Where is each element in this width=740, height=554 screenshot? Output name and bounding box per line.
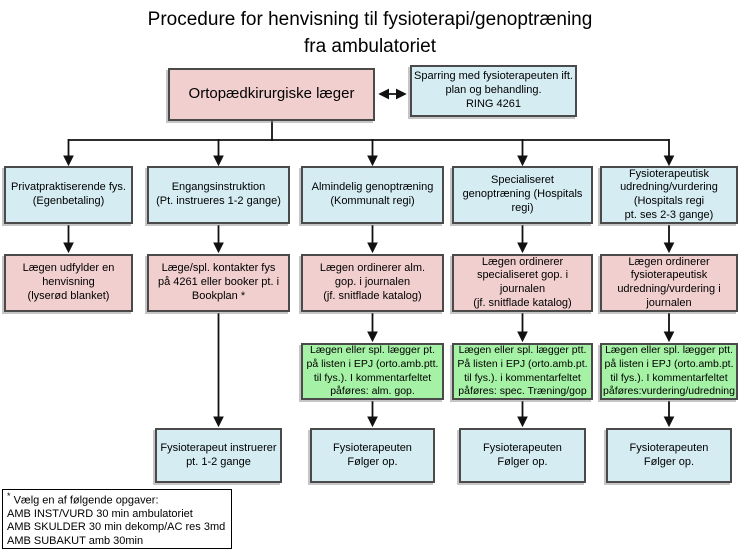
tasks-note-box: * Vælg en af følgende opgaver: AMB INST/… <box>2 489 232 549</box>
note-heading-text: Vælg en af følgende opgaver: <box>10 494 159 507</box>
action-order-general-box: Lægen ordinerer alm. gop. i journalen (j… <box>301 254 444 312</box>
sparring-box: Sparring med fysioterapeuten ift. plan o… <box>410 65 577 117</box>
page-title: Procedure for henvisning til fysioterapi… <box>147 9 593 57</box>
note-line: AMB SKULDER 30 min dekomp/AC res 3md <box>7 521 226 534</box>
note-heading: * Vælg en af følgende opgaver: <box>7 491 227 508</box>
path-specialized-rehab-box: Specialiseret genoptræning (Hospitals re… <box>452 166 593 224</box>
path-physio-assessment-box: Fysioterapeutisk udredning/vurdering (Ho… <box>600 166 738 224</box>
outcome-followup-assessment-box: Fysioterapeuten Følger op. <box>606 428 732 483</box>
path-general-rehab-box: Almindelig genoptræning (Kommunalt regi) <box>301 166 444 224</box>
note-asterisk: * <box>7 491 11 501</box>
action-referral-box: Lægen udfylder en henvisning (lyserød bl… <box>4 254 133 312</box>
outcome-instruct-box: Fysioterapeut instruerer pt. 1-2 gange <box>155 428 282 483</box>
note-line: AMB SUBAKUT amb 30min <box>7 534 144 547</box>
outcome-followup-general-box: Fysioterapeuten Følger op. <box>310 428 435 483</box>
epj-list-assessment-box: Lægen eller spl. lægger ptt. på listen i… <box>600 343 738 400</box>
outcome-followup-specialized-box: Fysioterapeuten Følger op. <box>459 428 586 483</box>
epj-list-specialized-box: Lægen eller spl. lægger ptt. På listen i… <box>452 343 593 400</box>
note-line: AMB INST/VURD 30 min ambulatoriet <box>7 508 193 521</box>
action-contact-bookplan-box: Læge/spl. kontakter fys på 4261 eller bo… <box>147 254 290 312</box>
path-single-instruction-box: Engangsinstruktion (Pt. instrueres 1-2 g… <box>147 166 290 224</box>
path-private-physio-box: Privatpraktiserende fys. (Egenbetaling) <box>4 166 133 224</box>
action-order-specialized-box: Lægen ordinerer specialiseret gop. i jou… <box>452 254 593 312</box>
action-order-assessment-box: Lægen ordinerer fysioterapeutisk udredni… <box>600 254 738 312</box>
orthopedic-doctors-box: Ortopædkirurgiske læger <box>168 68 375 121</box>
epj-list-general-box: Lægen eller spl. lægger pt. på listen i … <box>301 343 444 400</box>
